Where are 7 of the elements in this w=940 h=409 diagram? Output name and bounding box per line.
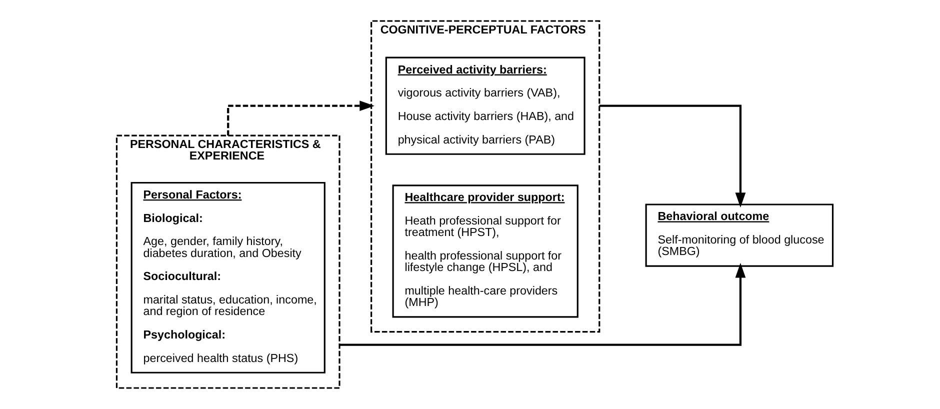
- arrow: [598, 104, 746, 208]
- node-box: Healthcare provider support: Heath professional support for treatment (HPST), health professional support for lifestyle change (HPSL), and multiple health-care providers (MHP): [392, 184, 578, 318]
- node-box: Perceived activity barriers: vigorous activity barriers (VAB), House activity barriers (HAB), and physical activity barriers (PAB): [384, 56, 585, 155]
- arrow: [339, 262, 746, 346]
- node-box: Behavioral outcome Self-monitoring of blood glucose (SMBG): [644, 204, 834, 267]
- arrow: [226, 100, 374, 136]
- node-box: Personal Factors: Biological: Age, gender, family history, diabetes duration, and Obesity Sociocultural: marital status, education, income, and region of residence Psychological: perceived health status (PHS): [130, 182, 325, 374]
